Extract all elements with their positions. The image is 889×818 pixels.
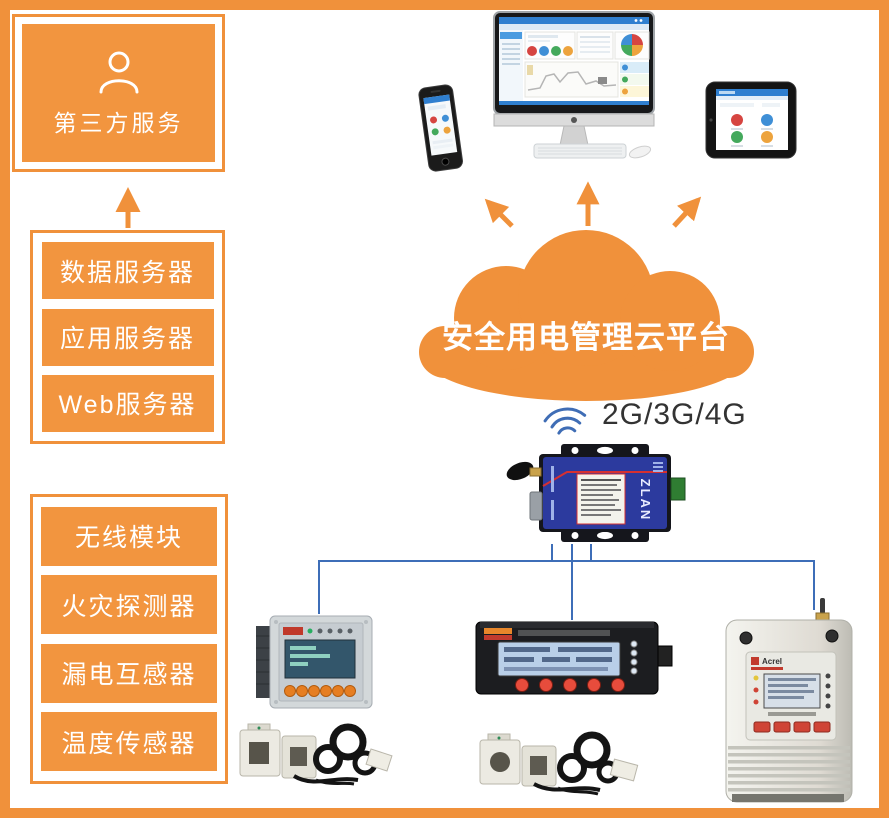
third-party-service-box: 第三方服务	[12, 14, 225, 172]
cloud-platform-label: 安全用电管理云平台	[442, 320, 730, 355]
server-group: 数据服务器 应用服务器 Web服务器	[30, 230, 225, 444]
meter-buttons	[284, 685, 356, 697]
arrow-to-smartphone	[484, 198, 514, 228]
sensor-box-wireless-module: 无线模块	[41, 506, 217, 566]
bus-drop-middle	[571, 544, 573, 620]
cloud-to-devices-arrows	[484, 181, 702, 228]
third-party-service-inner: 第三方服务	[22, 24, 215, 162]
bus-drop-left	[318, 560, 320, 614]
gateway-terminal-block	[670, 477, 686, 501]
protector-buttons	[753, 721, 831, 733]
bus-stub-right	[590, 544, 592, 562]
residual-current-detector-image	[475, 621, 673, 695]
arrow-to-tablet	[672, 196, 702, 228]
current-transformers-middle-image	[479, 731, 639, 796]
wall-mount-protector-image: Acrel	[725, 598, 853, 803]
user-icon	[99, 51, 138, 94]
protector-antenna	[815, 598, 830, 623]
pie-chart	[621, 34, 643, 56]
detector-buttons	[515, 678, 625, 692]
gateway-antenna	[506, 461, 542, 481]
third-party-service-label: 第三方服务	[53, 110, 184, 136]
mouse-image	[628, 145, 652, 159]
arrow-up-icon	[115, 187, 141, 228]
panel-mount-monitor-image	[256, 615, 373, 709]
smartphone-image	[418, 84, 463, 172]
protector-brand-label: Acrel	[762, 657, 782, 666]
sensor-box-leakage-ct: 漏电互感器	[41, 643, 217, 703]
bus-stub-left	[551, 544, 553, 562]
protector-ribs	[728, 746, 850, 792]
desktop-monitor-image	[493, 11, 655, 159]
server-box-data: 数据服务器	[41, 242, 214, 300]
gateway-brand-label: ZLAN	[638, 479, 653, 522]
bus-horizontal	[318, 560, 815, 562]
wifi-icon	[543, 407, 587, 435]
sensor-box-fire-detector: 火灾探测器	[41, 575, 217, 635]
server-box-app: 应用服务器	[41, 308, 214, 366]
current-transformers-left-image	[239, 723, 393, 786]
wireless-gateway-image: ZLAN	[506, 444, 686, 542]
server-box-web: Web服务器	[41, 374, 214, 432]
sensor-box-temperature-sensor: 温度传感器	[41, 712, 217, 772]
cloud-platform: 安全用电管理云平台	[419, 230, 754, 401]
gateway-serial-port	[529, 491, 543, 521]
network-type-label: 2G/3G/4G	[602, 398, 747, 431]
bus-drop-right	[813, 560, 815, 610]
tablet-image	[705, 81, 797, 159]
sensor-group: 无线模块 火灾探测器 漏电互感器 温度传感器	[30, 494, 228, 784]
